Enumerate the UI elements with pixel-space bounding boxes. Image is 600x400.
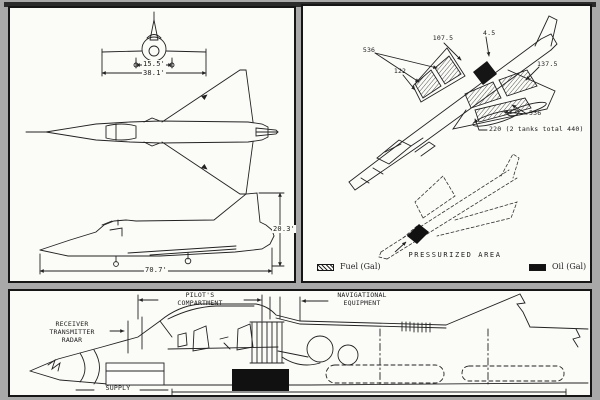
callout-external-tanks: 220 (2 tanks total 440) (489, 125, 584, 133)
three-view-panel: 15.5' 38.1' 20.3' 70.7' (8, 6, 297, 283)
dim-length: 70.7' (143, 266, 169, 275)
fuel-oil-isometric-drawing (348, 15, 558, 260)
pressurized-area-label: PRESSURIZED AREA (408, 251, 502, 259)
legend-fuel-label: Fuel (Gal) (340, 262, 381, 271)
callout-536-upper: 536 (362, 46, 376, 54)
callout-107-5: 107.5 (432, 34, 454, 42)
oil-swatch (529, 264, 546, 271)
dim-track-width: 15.5' (141, 60, 167, 69)
callout-137-5: 137.5 (537, 60, 558, 68)
callout-4-5: 4.5 (483, 29, 496, 37)
cutaway-drawing (29, 293, 589, 395)
pilots-compartment-label: PILOT'S COMPARTMENT (177, 291, 223, 307)
three-view-drawing (25, 11, 285, 275)
fuel-oil-diagram-panel: 536 107.5 4.5 137.5 122 536 220 (2 tanks… (301, 4, 592, 283)
fuel-swatch (317, 264, 334, 271)
legend-row: Fuel (Gal) Oil (Gal) (303, 262, 590, 275)
supply-label: SUPPLY (105, 384, 131, 392)
radar-label: RECEIVER TRANSMITTER RADAR (49, 320, 95, 344)
callout-122: 122 (393, 67, 407, 75)
callout-536-lower: 536 (529, 109, 542, 117)
cutaway-panel: RECEIVER TRANSMITTER RADAR PILOT'S COMPA… (8, 289, 592, 397)
dim-wing-span: 38.1' (141, 69, 167, 78)
page-top-edge (4, 2, 596, 7)
legend-oil-label: Oil (Gal) (552, 262, 587, 271)
navigational-equipment-label: NAVIGATIONAL EQUIPMENT (337, 291, 387, 307)
dim-height: 20.3' (272, 225, 297, 234)
pressurized-area-fill (407, 224, 429, 244)
